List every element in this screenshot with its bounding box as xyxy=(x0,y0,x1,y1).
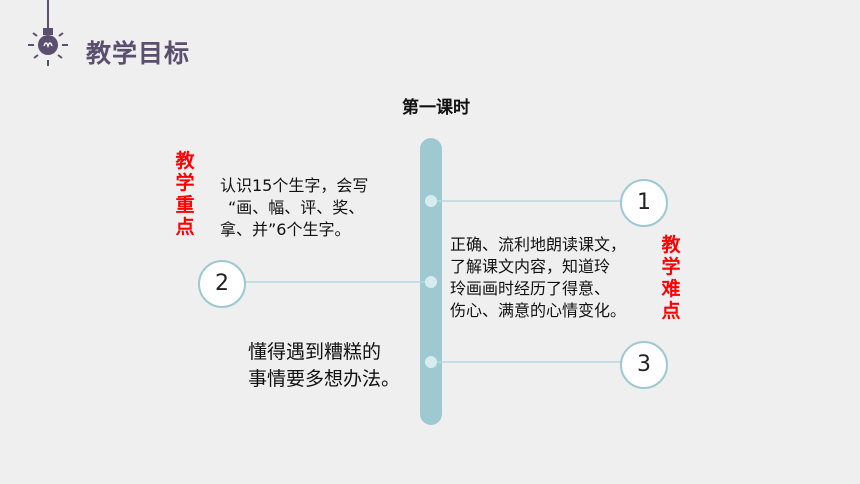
difficulty-label-char: 难 xyxy=(661,278,681,300)
focus-line: “画、幅、评、奖、 xyxy=(228,198,365,217)
difficulty-label-char: 教 xyxy=(661,234,681,256)
focus-label-char: 学 xyxy=(175,172,195,194)
lesson-title: 第一课时 xyxy=(402,98,470,118)
goal3-line: 事情要多想办法。 xyxy=(248,368,401,390)
focus-label-char: 教 xyxy=(175,150,195,172)
timeline-dot xyxy=(425,195,437,207)
lightbulb-icon xyxy=(28,0,68,66)
difficulty-line: 正确、流利地朗读课文， xyxy=(450,235,627,254)
node-number-1: 1 xyxy=(637,190,651,215)
focus-label-char: 重 xyxy=(175,194,195,216)
difficulty-line: 伤心、满意的心情变化。 xyxy=(450,301,627,320)
focus-line: 拿、并”6个生字。 xyxy=(220,220,351,239)
node-circle xyxy=(620,341,668,389)
difficulty-line: 玲画画时经历了得意、 xyxy=(450,279,611,298)
node-circle xyxy=(198,260,246,308)
difficulty-line: 了解课文内容，知道玲 xyxy=(450,257,611,276)
difficulty-text: 正确、流利地朗读课文， 了解课文内容，知道玲 玲画画时经历了得意、 伤心、满意的… xyxy=(450,234,665,322)
goal3-text: 懂得遇到糟糕的 事情要多想办法。 xyxy=(248,339,418,393)
focus-text: 认识15个生字，会写 “画、幅、评、奖、 拿、并”6个生字。 xyxy=(220,175,420,241)
difficulty-label-char: 点 xyxy=(661,300,681,322)
focus-label-char: 点 xyxy=(175,216,195,238)
difficulty-label: 教 学 难 点 xyxy=(660,234,682,322)
focus-line: 认识15个生字，会写 xyxy=(220,176,369,195)
timeline-dot xyxy=(425,276,437,288)
goal3-line: 懂得遇到糟糕的 xyxy=(248,341,382,363)
node-number-2: 2 xyxy=(215,271,229,296)
page-title: 教学目标 xyxy=(86,39,191,68)
focus-label: 教 学 重 点 xyxy=(174,150,196,238)
timeline-dot xyxy=(425,356,437,368)
node-number-3: 3 xyxy=(637,352,651,377)
node-circle xyxy=(620,179,668,227)
difficulty-label-char: 学 xyxy=(661,256,681,278)
